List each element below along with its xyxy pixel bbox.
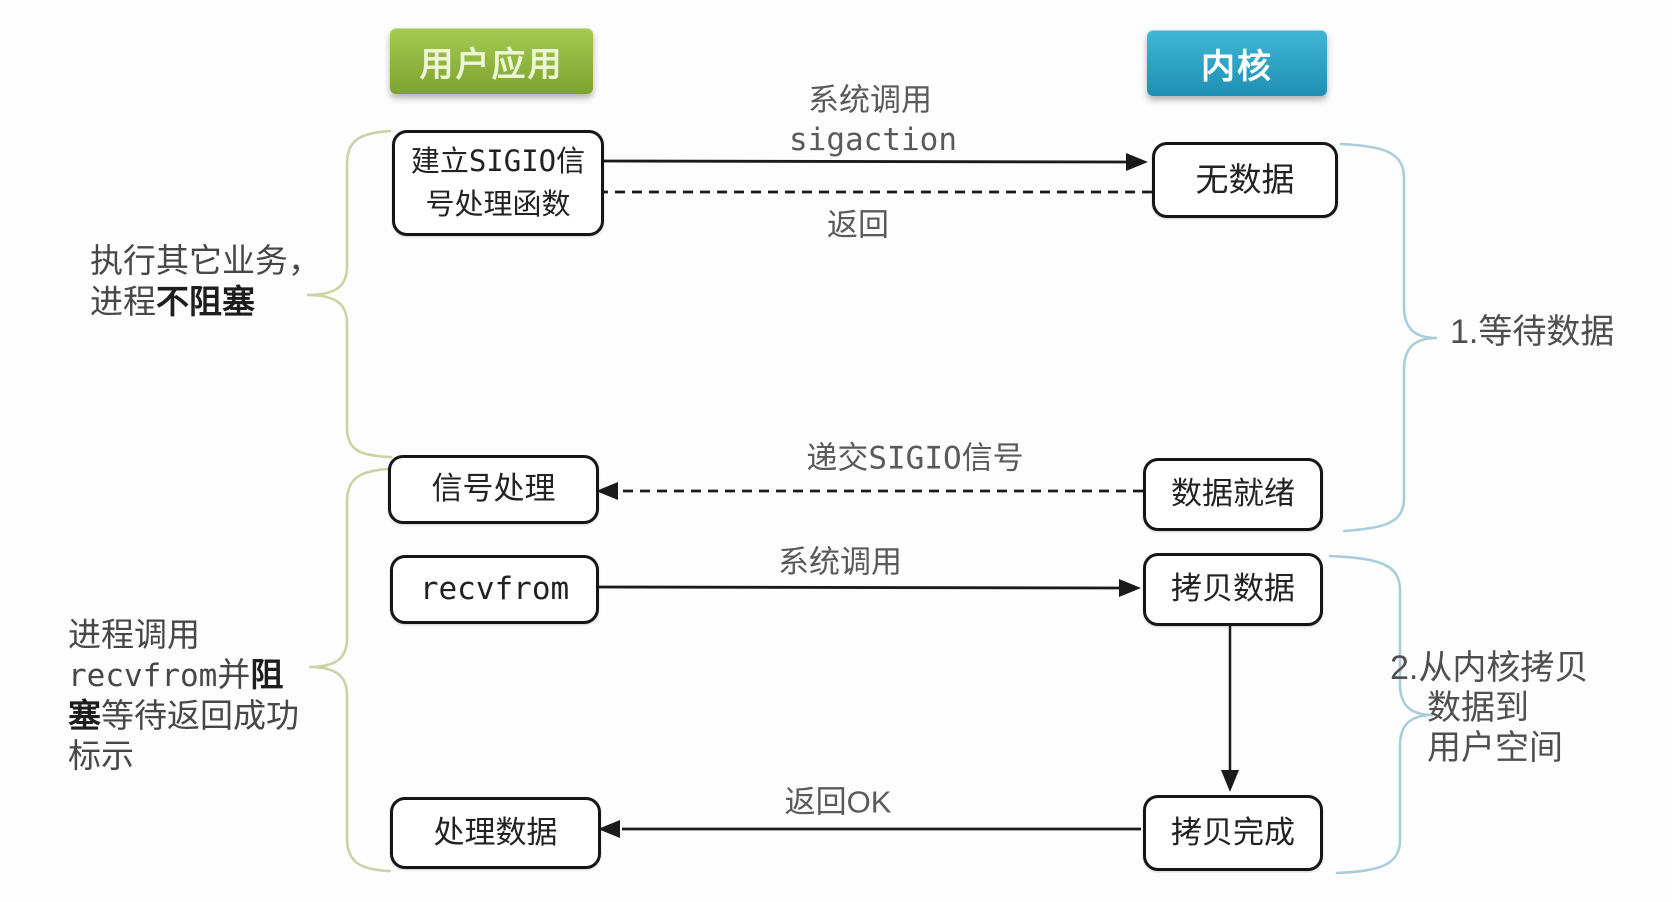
arrowhead-right-icon <box>1119 579 1141 597</box>
label-deliver-pre: 递交 <box>806 440 869 476</box>
label-deliver-sigio: 递交SIGIO信号 <box>806 433 1023 478</box>
node-recvfrom-label: recvfrom <box>419 571 570 608</box>
left-brace-top-icon <box>306 129 393 459</box>
node-signal-handler: 信号处理 <box>388 455 599 524</box>
node-process-data: 处理数据 <box>390 797 601 869</box>
kernel-header: 内核 <box>1147 30 1327 96</box>
arrowhead-left-icon <box>596 482 618 500</box>
arrowhead-right-icon <box>1126 153 1148 171</box>
label-deliver-code: SIGIO <box>868 440 962 477</box>
note-wait-data: 1.等待数据 <box>1450 313 1615 351</box>
note-non-blocking-line2: 进程 <box>90 283 156 320</box>
left-brace-bottom-icon <box>308 467 392 873</box>
note-blocking-wait: 进程调用 recvfrom并阻 塞等待返回成功 标示 <box>68 615 299 776</box>
node-signal-handler-label: 信号处理 <box>431 471 556 507</box>
note-blocking-line2: 并 <box>217 656 251 693</box>
user-app-header: 用户应用 <box>390 28 593 94</box>
arrow-return-ok <box>598 820 1141 838</box>
note-blocking-bold2: 塞 <box>68 697 101 734</box>
arrow-sigaction-call <box>599 153 1148 171</box>
note-copy-to-user: 2.从内核拷贝 数据到 用户空间 <box>1390 648 1588 768</box>
note-copy-line1: 2.从内核拷贝 <box>1390 649 1589 687</box>
note-non-blocking-line1: 执行其它业务， <box>90 242 321 279</box>
node-data-ready-label: 数据就绪 <box>1171 476 1295 512</box>
kernel-header-label: 内核 <box>1201 47 1273 86</box>
label-syscall-sigaction-line1: 系统调用 <box>808 82 932 118</box>
arrowhead-down-icon <box>1221 770 1239 792</box>
arrow-recvfrom-call <box>594 579 1141 597</box>
node-setup-text2: 信 号处理函数 <box>425 146 586 221</box>
arrow-deliver-sigio <box>596 482 1143 500</box>
node-data-ready: 数据就绪 <box>1143 458 1323 531</box>
node-copy-data: 拷贝数据 <box>1143 553 1323 626</box>
node-recvfrom: recvfrom <box>390 555 599 624</box>
arrow-sigaction-return <box>570 183 1152 201</box>
label-deliver-post: 信号 <box>961 440 1024 476</box>
node-copy-data-label: 拷贝数据 <box>1171 571 1295 607</box>
note-blocking-line3: 等待返回成功 <box>101 697 299 734</box>
node-setup-text: 建立 <box>410 146 469 179</box>
node-setup-code: SIGIO <box>468 144 557 179</box>
note-copy-line3: 用户空间 <box>1427 729 1563 767</box>
label-return-ok: 返回OK <box>784 784 892 820</box>
right-brace-bottom-icon <box>1328 554 1434 875</box>
node-copy-done-label: 拷贝完成 <box>1171 814 1295 850</box>
node-no-data-label: 无数据 <box>1195 161 1295 199</box>
note-blocking-line1: 进程调用 <box>68 616 200 653</box>
arrow-copy-progress <box>1221 621 1239 792</box>
user-app-header-label: 用户应用 <box>419 45 564 84</box>
label-syscall-recvfrom: 系统调用 <box>778 544 902 580</box>
label-syscall-sigaction-line2: sigaction <box>789 122 957 158</box>
node-process-data-label: 处理数据 <box>433 814 558 850</box>
right-brace-top-icon <box>1339 142 1438 533</box>
note-blocking-line4: 标示 <box>68 737 134 774</box>
node-setup-sigio-handler: 建立SIGIO信 号处理函数 <box>392 130 604 236</box>
note-blocking-bold1: 阻 <box>250 656 284 693</box>
label-sigaction-return: 返回 <box>827 207 889 243</box>
node-no-data: 无数据 <box>1152 142 1338 218</box>
note-blocking-code: recvfrom <box>68 658 218 694</box>
note-non-blocking: 执行其它业务， 进程不阻塞 <box>90 240 321 322</box>
note-copy-line2: 数据到 <box>1427 689 1529 727</box>
arrowhead-left-icon <box>598 820 620 838</box>
note-non-blocking-bold: 不阻塞 <box>156 283 255 320</box>
node-copy-done: 拷贝完成 <box>1143 795 1323 871</box>
